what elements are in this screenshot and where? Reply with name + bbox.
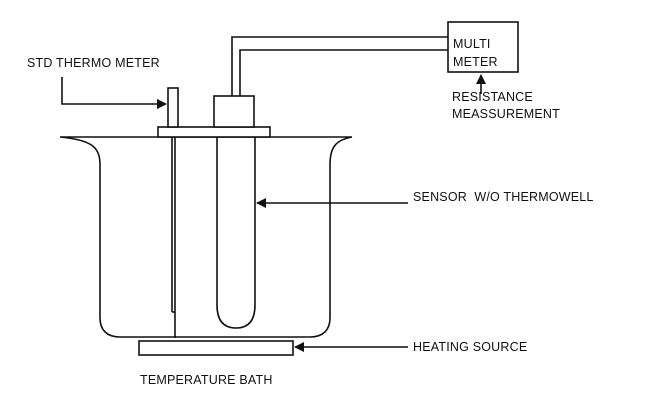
resistance-label-line1: RESISTANCE <box>452 90 533 104</box>
temperature-bath-label: TEMPERATURE BATH <box>140 373 273 387</box>
sensor-label: SENSOR W/O THERMOWELL <box>413 190 594 204</box>
heating-source-label: HEATING SOURCE <box>413 340 527 354</box>
temperature-bath-vessel <box>59 136 353 338</box>
resistance-label-line2: MEASSUREMENT <box>452 107 560 121</box>
multimeter-label-line1: MULTI <box>453 37 491 51</box>
std-thermometer-label: STD THERMO METER <box>27 56 160 70</box>
std-thermometer <box>167 87 179 338</box>
heating-source-plate <box>138 340 294 356</box>
multimeter-label-line2: METER <box>453 55 498 69</box>
multimeter-box <box>447 21 519 73</box>
std-thermometer-arrow <box>61 77 167 109</box>
sensor-probe <box>213 95 256 329</box>
mounting-plate <box>157 126 271 138</box>
sensor-wires <box>231 36 448 96</box>
